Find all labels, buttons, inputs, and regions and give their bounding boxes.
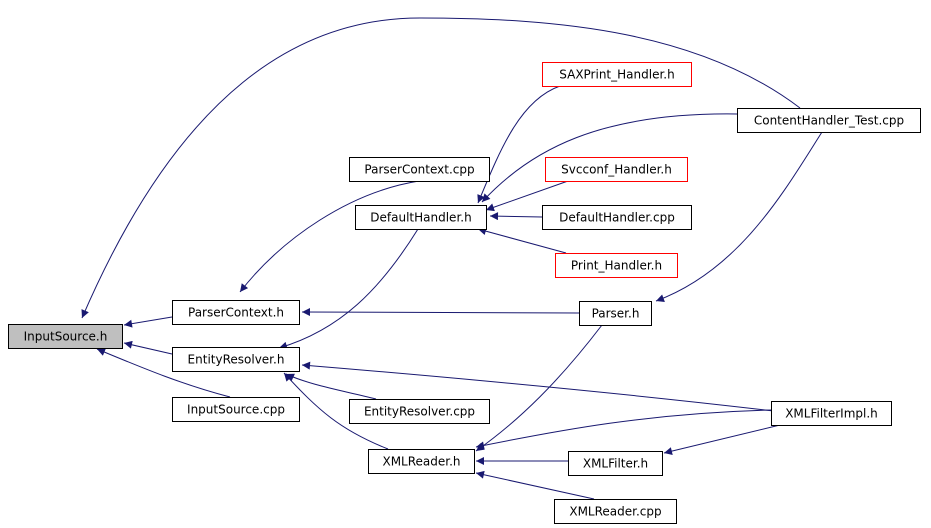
node-label-xml-filter-impl-h: XMLFilterImpl.h [785, 407, 878, 421]
edge-parser-h-to-parser-context-h [301, 308, 580, 317]
edge-xml-reader-cpp-to-xml-reader-h [475, 470, 595, 500]
node-print-handler-h[interactable]: Print_Handler.h [555, 253, 678, 278]
edge-entity-resolver-h-to-input-source-h [123, 340, 173, 355]
node-label-xml-reader-h: XMLReader.h [382, 455, 460, 469]
node-label-parser-context-cpp: ParserContext.cpp [364, 163, 474, 177]
node-label-input-source-cpp: InputSource.cpp [187, 403, 285, 417]
node-label-parser-h: Parser.h [592, 307, 640, 321]
node-default-handler-cpp[interactable]: DefaultHandler.cpp [542, 205, 692, 230]
node-box-xml-reader-cpp [554, 499, 677, 524]
edge-saxprint-handler-h-to-default-handler-h [477, 85, 561, 204]
node-label-input-source-h: InputSource.h [24, 330, 108, 344]
node-box-entity-resolver-h [172, 347, 300, 372]
node-box-parser-context-cpp [349, 157, 490, 182]
edge-xml-filter-impl-h-to-xml-reader-h [475, 409, 773, 450]
node-label-entity-resolver-h: EntityResolver.h [188, 353, 285, 367]
edge-input-source-cpp-to-input-source-h [96, 348, 231, 398]
node-entity-resolver-h[interactable]: EntityResolver.h [172, 347, 300, 372]
node-box-default-handler-cpp [542, 205, 692, 230]
edge-xml-reader-h-to-entity-resolver-h [283, 372, 389, 450]
node-default-handler-h[interactable]: DefaultHandler.h [355, 205, 487, 230]
node-input-source-h[interactable]: InputSource.h [8, 324, 123, 349]
node-box-svcconf-handler-h [545, 157, 688, 182]
node-input-source-cpp[interactable]: InputSource.cpp [172, 397, 300, 422]
node-label-entity-resolver-cpp: EntityResolver.cpp [364, 405, 475, 419]
node-box-entity-resolver-cpp [349, 399, 490, 424]
node-content-handler-test-cpp[interactable]: ContentHandler_Test.cpp [737, 108, 921, 133]
edge-default-handler-h-to-entity-resolver-h [278, 228, 419, 350]
node-entity-resolver-cpp[interactable]: EntityResolver.cpp [349, 399, 490, 424]
node-label-content-handler-test-cpp: ContentHandler_Test.cpp [754, 114, 904, 128]
edges-layer [81, 17, 823, 500]
node-box-input-source-cpp [172, 397, 300, 422]
node-box-xml-filter-h [568, 451, 663, 476]
node-box-xml-reader-h [368, 449, 475, 474]
node-parser-h[interactable]: Parser.h [579, 301, 652, 326]
node-xml-filter-h[interactable]: XMLFilter.h [568, 451, 663, 476]
node-label-default-handler-h: DefaultHandler.h [370, 211, 471, 225]
node-box-xml-filter-impl-h [771, 401, 892, 426]
node-box-parser-h [579, 301, 652, 326]
edge-print-handler-h-to-default-handler-h [477, 227, 567, 254]
edge-svcconf-handler-h-to-default-handler-h [485, 180, 569, 212]
node-saxprint-handler-h[interactable]: SAXPrint_Handler.h [542, 62, 692, 87]
edge-content-handler-test-cpp-to-parser-h [655, 131, 823, 302]
nodes-layer: InputSource.h ParserContext.hEntityResolv… [8, 62, 921, 524]
edge-parser-context-h-to-input-source-h [123, 316, 173, 328]
node-parser-context-cpp[interactable]: ParserContext.cpp [349, 157, 490, 182]
edge-xml-filter-impl-h-to-entity-resolver-h [301, 361, 775, 412]
node-xml-filter-impl-h[interactable]: XMLFilterImpl.h [771, 401, 892, 426]
edge-parser-context-cpp-to-parser-context-h [239, 180, 420, 293]
node-label-svcconf-handler-h: Svcconf_Handler.h [561, 163, 672, 177]
node-label-saxprint-handler-h: SAXPrint_Handler.h [559, 68, 674, 82]
edge-xml-filter-impl-h-to-xml-filter-h [663, 424, 781, 456]
node-svcconf-handler-h[interactable]: Svcconf_Handler.h [545, 157, 688, 182]
node-box-content-handler-test-cpp [737, 108, 921, 133]
node-label-xml-reader-cpp: XMLReader.cpp [569, 505, 661, 519]
node-label-default-handler-cpp: DefaultHandler.cpp [559, 211, 675, 225]
node-box-print-handler-h [555, 253, 678, 278]
node-box-parser-context-h [172, 300, 300, 325]
node-xml-reader-cpp[interactable]: XMLReader.cpp [554, 499, 677, 524]
node-box-default-handler-h [355, 205, 487, 230]
node-label-xml-filter-h: XMLFilter.h [583, 457, 648, 471]
edge-content-handler-test-cpp-to-input-source-h [81, 17, 801, 319]
edge-content-handler-test-cpp-to-default-handler-h [481, 113, 738, 203]
edge-parser-h-to-xml-reader-h [475, 324, 603, 452]
node-box-input-source-h [8, 324, 123, 349]
node-label-print-handler-h: Print_Handler.h [571, 259, 662, 273]
node-box-saxprint-handler-h [542, 62, 692, 87]
node-xml-reader-h[interactable]: XMLReader.h [368, 449, 475, 474]
edge-entity-resolver-cpp-to-entity-resolver-h [285, 373, 377, 400]
node-label-parser-context-h: ParserContext.h [188, 306, 284, 320]
edge-default-handler-cpp-to-default-handler-h [489, 212, 543, 221]
node-parser-context-h[interactable]: ParserContext.h [172, 300, 300, 325]
